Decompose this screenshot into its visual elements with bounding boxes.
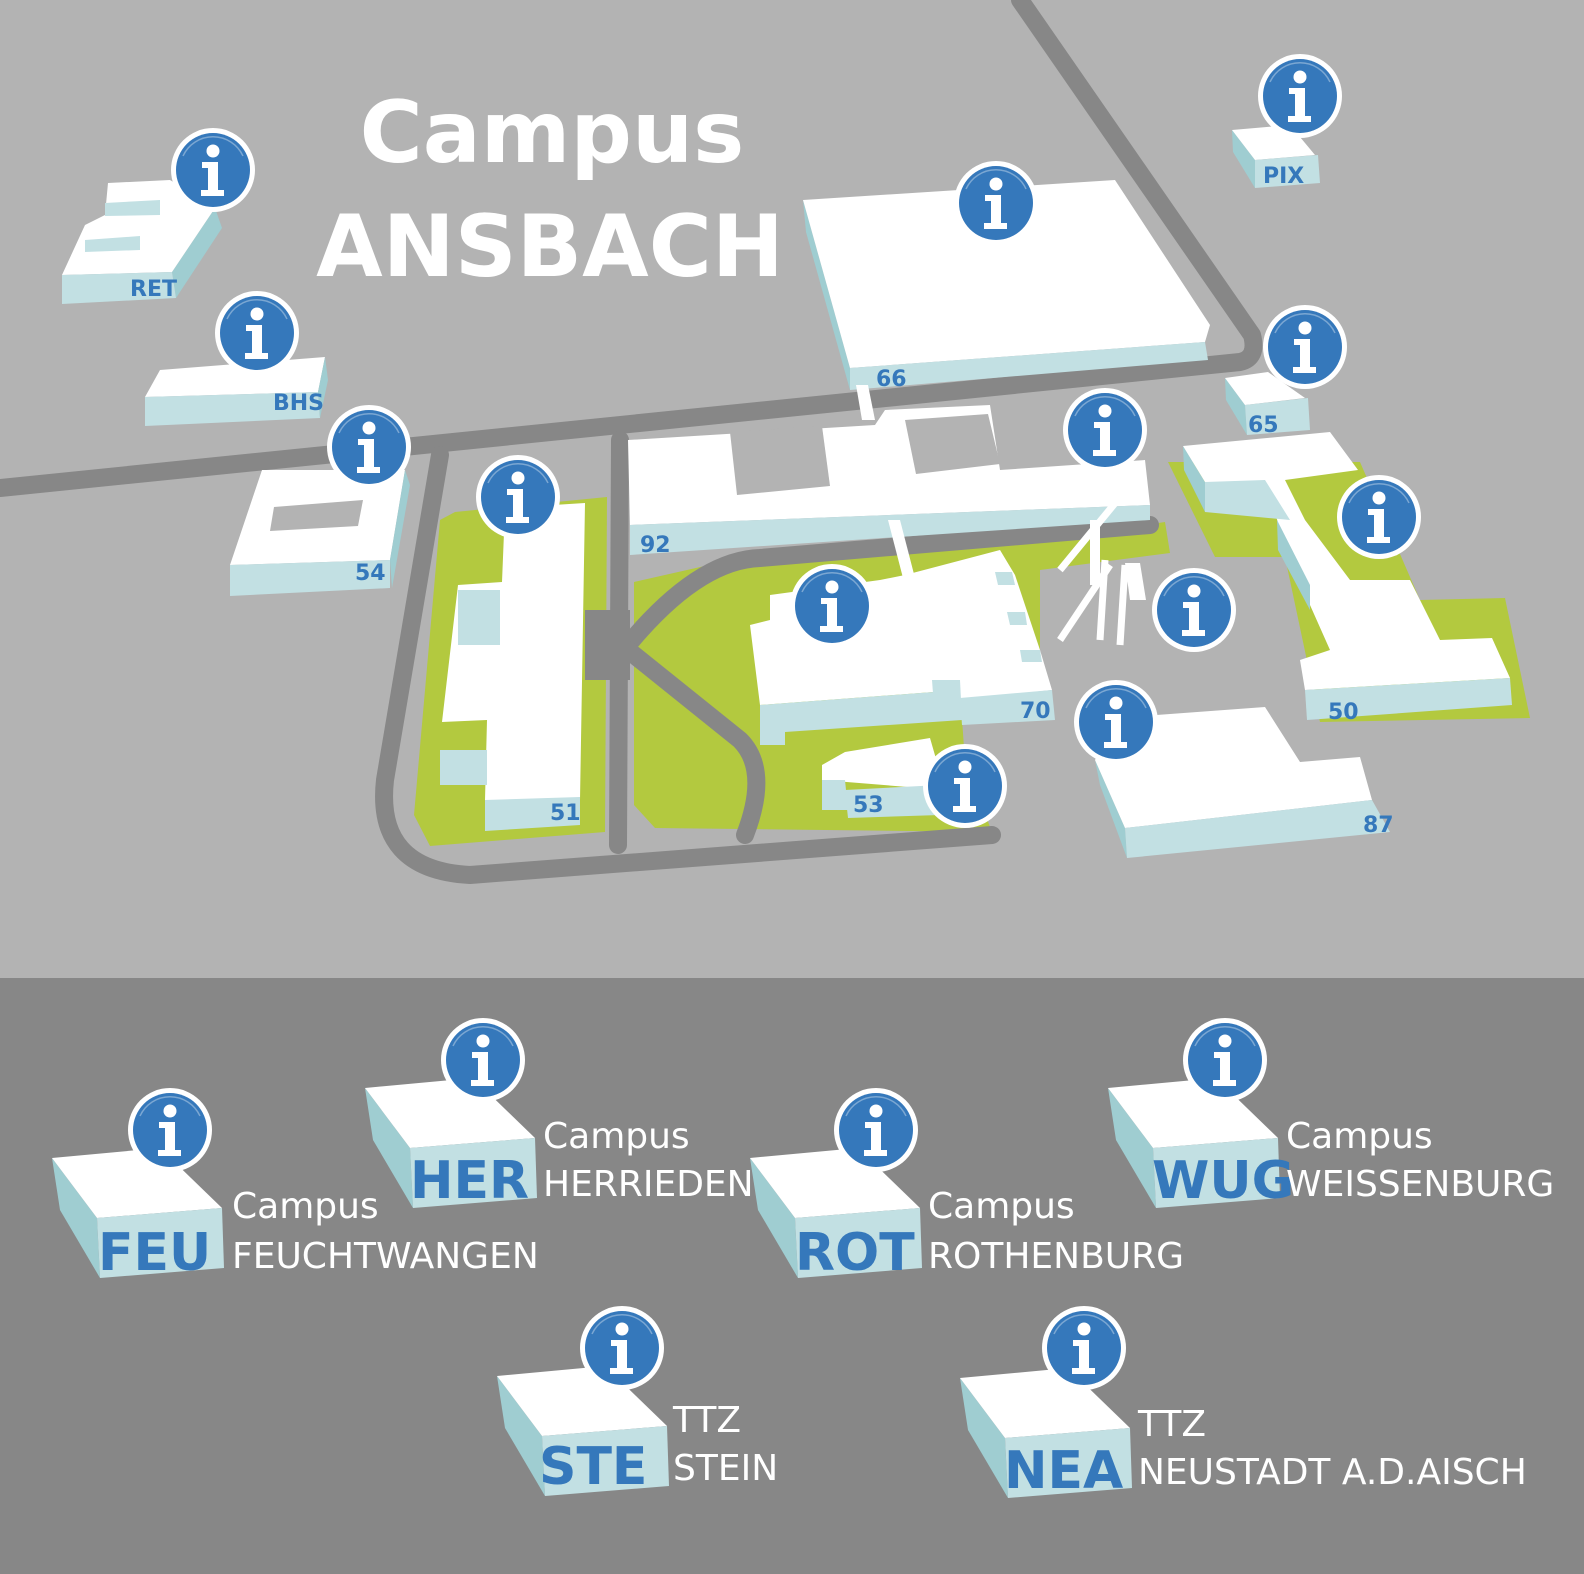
road-loop [375, 446, 1001, 884]
campus-ste[interactable]: STE TTZ STEIN [497, 1305, 778, 1497]
campus-code: WUG [1152, 1151, 1294, 1211]
stairs-structure [1057, 482, 1146, 646]
campus-line1: TTZ [672, 1400, 741, 1441]
building-54: 54 [230, 470, 410, 596]
campus-code: ROT [795, 1223, 915, 1283]
road-main [0, 0, 1263, 497]
campus-line1: Campus [1286, 1116, 1433, 1157]
info-icon-rot[interactable] [833, 1087, 919, 1173]
campus-line2: WEISSENBURG [1286, 1164, 1554, 1205]
campus-her[interactable]: HER Campus HERRIEDEN [365, 1017, 754, 1211]
building-label: 92 [640, 533, 671, 558]
building-87: 87 [1095, 707, 1394, 858]
info-icon-plaza[interactable] [1151, 567, 1237, 653]
road-junction [585, 610, 630, 680]
building-66: 66 [803, 180, 1210, 420]
campus-code: HER [410, 1151, 529, 1211]
info-icon-51[interactable] [475, 454, 561, 540]
campus-line2: STEIN [673, 1448, 778, 1489]
campus-code: NEA [1004, 1441, 1123, 1501]
info-icon-70[interactable] [789, 563, 875, 649]
campus-rot[interactable]: ROT Campus ROTHENBURG [750, 1087, 1184, 1283]
info-icon-bhs[interactable] [214, 290, 300, 376]
info-icon-54[interactable] [326, 404, 412, 490]
campus-line1: Campus [543, 1116, 690, 1157]
building-label: 53 [853, 793, 884, 818]
building-label: 87 [1363, 813, 1394, 838]
building-label: 54 [355, 561, 386, 586]
info-icon-87[interactable] [1073, 679, 1159, 765]
building-50: 50 [1183, 432, 1512, 725]
building-label: 66 [876, 367, 907, 392]
building-label: RET [130, 277, 177, 302]
campus-code: STE [539, 1437, 647, 1497]
building-bhs: BHS [145, 357, 328, 426]
building-label: 50 [1328, 700, 1359, 725]
campus-line1: Campus [232, 1186, 379, 1227]
campus-line2: FEUCHTWANGEN [232, 1236, 539, 1277]
info-icon-92[interactable] [1062, 387, 1148, 473]
building-51: 51 [440, 503, 585, 831]
info-icon-50[interactable] [1336, 474, 1422, 560]
campus-feu[interactable]: FEU Campus FEUCHTWANGEN [52, 1087, 539, 1283]
info-icon-nea[interactable] [1041, 1305, 1127, 1391]
building-label: BHS [273, 391, 324, 416]
campus-line2: NEUSTADT A.D.AISCH [1138, 1452, 1527, 1493]
title-line1: Campus [360, 83, 745, 183]
campus-code: FEU [98, 1223, 211, 1283]
campus-line2: HERRIEDEN [543, 1164, 754, 1205]
building-label: 65 [1248, 413, 1279, 438]
path-curve [619, 641, 766, 844]
building-label: 51 [550, 801, 581, 826]
campus-line2: ROTHENBURG [928, 1236, 1184, 1277]
info-icon-65[interactable] [1262, 304, 1348, 390]
info-icon-ste[interactable] [579, 1305, 665, 1391]
campus-line1: TTZ [1137, 1404, 1206, 1445]
building-65: 65 [1225, 372, 1310, 438]
title-line2: ANSBACH [316, 197, 784, 297]
info-icon-her[interactable] [440, 1017, 526, 1103]
building-ret: RET [62, 180, 222, 304]
building-92: 92 [628, 405, 1150, 558]
road-inner [623, 516, 1159, 649]
info-icon-66[interactable] [953, 160, 1039, 246]
info-icon-pix[interactable] [1257, 53, 1343, 139]
campus-wug[interactable]: WUG Campus WEISSENBURG [1108, 1017, 1554, 1211]
info-icon-53[interactable] [922, 743, 1008, 829]
info-icon-wug[interactable] [1182, 1017, 1268, 1103]
campus-nea[interactable]: NEA TTZ NEUSTADT A.D.AISCH [960, 1305, 1527, 1501]
lower-background [0, 978, 1584, 1574]
info-icon-ret[interactable] [170, 127, 256, 213]
building-label: PIX [1263, 164, 1304, 189]
campus-line1: Campus [928, 1186, 1075, 1227]
building-label: 70 [1020, 699, 1051, 724]
building-53: 53 [822, 738, 945, 818]
info-icon-feu[interactable] [127, 1087, 213, 1173]
